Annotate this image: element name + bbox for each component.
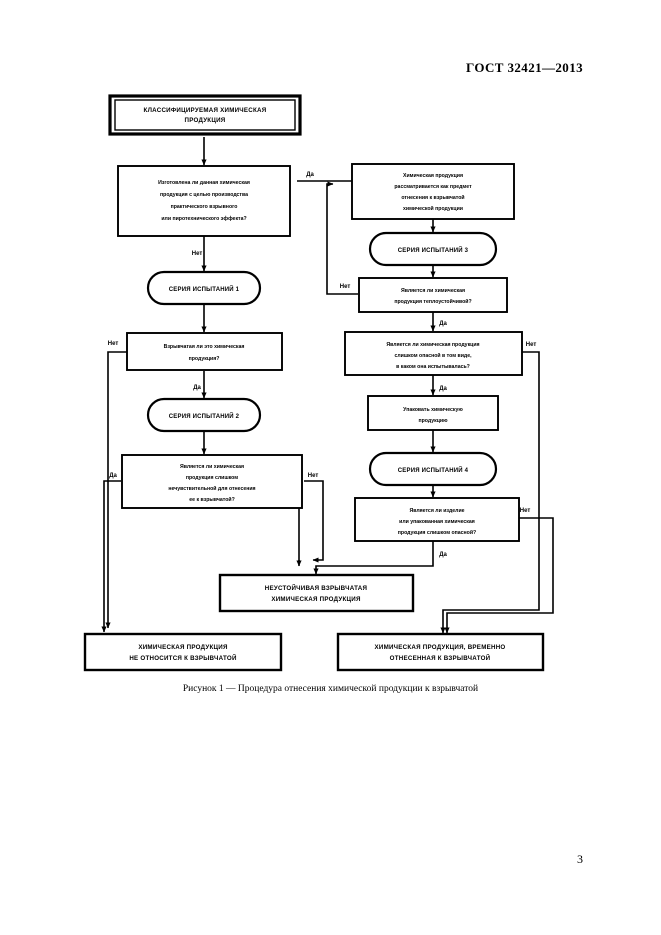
- node-q-too-dangerous-line-1: слишком опасной в том виде,: [394, 352, 472, 359]
- edge-label-packed-yes: Да: [439, 552, 447, 558]
- node-q-insensitive: Является ли химическая продукция слишком…: [121, 454, 303, 509]
- page-number: 3: [577, 852, 583, 866]
- node-considered-line-1: рассматривается как предмет: [394, 184, 472, 190]
- edge-label-explosive-no: Нет: [108, 341, 119, 347]
- node-series-2-label: СЕРИЯ ИСПЫТАНИЙ 2: [169, 412, 240, 420]
- node-pack-line-1: продукцию: [418, 418, 448, 424]
- node-q-manufactured: Изготовлена ли данная химическая продукц…: [117, 165, 291, 237]
- node-q-insensitive-line-2: нечувствительной для отнесения: [168, 485, 255, 492]
- node-pack: Упаковать химическую продукцию: [367, 395, 499, 431]
- node-q-packed-dangerous: Является ли изделие или упакованная хими…: [354, 497, 520, 542]
- node-temporarily-line-0: ХИМИЧЕСКАЯ ПРОДУКЦИЯ, ВРЕМЕННО: [375, 644, 506, 651]
- edge-label-too-dangerous-yes: Да: [439, 386, 447, 392]
- node-q-packed-dangerous-line-0: Является ли изделие: [409, 508, 464, 514]
- node-start-line-1: ПРОДУКЦИЯ: [185, 117, 226, 124]
- node-q-insensitive-line-0: Является ли химическая: [180, 464, 244, 470]
- node-considered: Химическая продукция рассматривается как…: [351, 163, 515, 220]
- node-pack-line-0: Упаковать химическую: [403, 407, 463, 413]
- edge-label-explosive-yes: Да: [193, 385, 201, 391]
- node-series-3: СЕРИЯ ИСПЫТАНИЙ 3: [368, 231, 498, 267]
- node-q-packed-dangerous-line-2: продукция слишком опасной?: [398, 529, 476, 536]
- node-series-3-label: СЕРИЯ ИСПЫТАНИЙ 3: [398, 246, 469, 254]
- edge-label-packed-no: Нет: [520, 508, 531, 514]
- edge-label-insensitive-yes: Да: [109, 473, 117, 479]
- flowchart-diagram: КЛАССИФИЦИРУЕМАЯ ХИМИЧЕСКАЯ ПРОДУКЦИЯ Из…: [83, 94, 554, 672]
- node-q-thermostable: Является ли химическая продукция теплоус…: [358, 277, 508, 313]
- edge-label-thermostable-no: Нет: [340, 284, 351, 290]
- node-q-packed-dangerous-line-1: или упакованная химическая: [399, 519, 475, 525]
- edge-label-manufactured-no: Нет: [192, 251, 203, 257]
- node-not-explosive-line-0: ХИМИЧЕСКАЯ ПРОДУКЦИЯ: [138, 644, 228, 651]
- node-q-explosive-line-0: Взрывчатая ли это химическая: [164, 344, 245, 350]
- edge-label-thermostable-yes: Да: [439, 321, 447, 327]
- node-unstable-line-1: ХИМИЧЕСКАЯ ПРОДУКЦИЯ: [271, 596, 361, 603]
- node-q-manufactured-line-2: практического взрывного: [171, 204, 238, 210]
- standard-header: ГОСТ 32421—2013: [465, 60, 583, 75]
- node-series-1: СЕРИЯ ИСПЫТАНИЙ 1: [146, 270, 262, 306]
- node-unstable-explosive: НЕУСТОЙЧИВАЯ ВЗРЫВЧАТАЯ ХИМИЧЕСКАЯ ПРОДУ…: [218, 573, 415, 613]
- node-q-thermostable-line-1: продукция теплоустойчивой?: [394, 298, 471, 305]
- node-q-thermostable-line-0: Является ли химическая: [401, 288, 465, 294]
- node-q-manufactured-line-0: Изготовлена ли данная химическая: [158, 180, 250, 186]
- flow-connectors: [101, 137, 554, 634]
- node-q-manufactured-line-1: продукция с целью производства: [160, 192, 248, 198]
- node-q-explosive: Взрывчатая ли это химическая продукция?: [126, 332, 283, 371]
- node-series-1-label: СЕРИЯ ИСПЫТАНИЙ 1: [169, 285, 240, 293]
- node-q-too-dangerous: Является ли химическая продукция слишком…: [344, 331, 523, 376]
- node-unstable-line-0: НЕУСТОЙЧИВАЯ ВЗРЫВЧАТАЯ: [265, 584, 368, 592]
- node-not-explosive: ХИМИЧЕСКАЯ ПРОДУКЦИЯ НЕ ОТНОСИТСЯ К ВЗРЫ…: [83, 632, 283, 672]
- node-q-insensitive-line-3: ее к взрывчатой?: [189, 496, 235, 503]
- edge-label-manufactured-yes: Да: [306, 172, 314, 178]
- node-q-explosive-line-1: продукция?: [189, 356, 220, 362]
- node-start: КЛАССИФИЦИРУЕМАЯ ХИМИЧЕСКАЯ ПРОДУКЦИЯ: [108, 94, 302, 136]
- node-temporarily-explosive: ХИМИЧЕСКАЯ ПРОДУКЦИЯ, ВРЕМЕННО ОТНЕСЕННА…: [336, 632, 545, 672]
- figure-caption: Рисунок 1 — Процедура отнесения химическ…: [182, 684, 479, 694]
- node-considered-line-0: Химическая продукция: [403, 173, 463, 179]
- node-considered-line-3: химической продукции: [403, 205, 463, 212]
- node-q-insensitive-line-1: продукция слишком: [186, 475, 238, 481]
- node-not-explosive-line-1: НЕ ОТНОСИТСЯ К ВЗРЫВЧАТОЙ: [129, 654, 237, 662]
- node-series-4-label: СЕРИЯ ИСПЫТАНИЙ 4: [398, 466, 469, 474]
- node-temporarily-line-1: ОТНЕСЕННАЯ К ВЗРЫВЧАТОЙ: [390, 654, 491, 662]
- node-start-line-0: КЛАССИФИЦИРУЕМАЯ ХИМИЧЕСКАЯ: [144, 107, 267, 114]
- edge-label-too-dangerous-no: Нет: [526, 342, 537, 348]
- node-q-too-dangerous-line-0: Является ли химическая продукция: [386, 342, 479, 348]
- node-considered-line-2: отнесения к взрывчатой: [401, 194, 464, 201]
- node-q-manufactured-line-3: или пиротехнического эффекта?: [161, 215, 246, 222]
- node-series-2: СЕРИЯ ИСПЫТАНИЙ 2: [146, 397, 262, 433]
- edge-label-insensitive-no: Нет: [308, 473, 319, 479]
- node-series-4: СЕРИЯ ИСПЫТАНИЙ 4: [368, 451, 498, 487]
- node-q-too-dangerous-line-2: в каком она испытывалась?: [396, 364, 470, 370]
